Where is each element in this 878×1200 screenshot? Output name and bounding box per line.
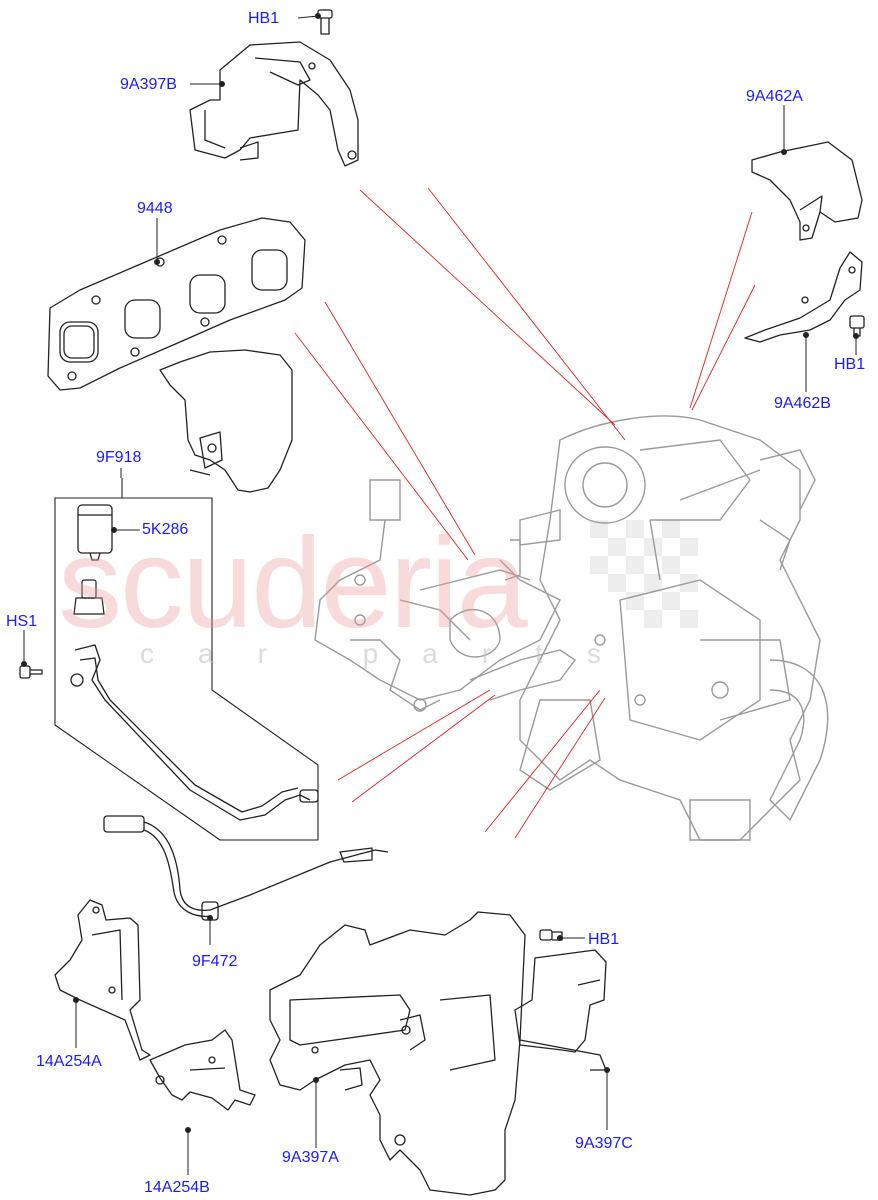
screw-hs1 bbox=[19, 665, 43, 679]
bracket-14a254a bbox=[54, 899, 151, 1061]
callout-leaders bbox=[21, 13, 859, 1175]
leader-lines bbox=[294, 187, 756, 839]
sensor-tube bbox=[70, 644, 319, 821]
callout-9f918[interactable]: 9F918 bbox=[96, 449, 142, 466]
heat-shield-9a462a bbox=[751, 141, 863, 241]
watermark-brand: scuderia bbox=[58, 512, 528, 655]
callout-14a254a[interactable]: 14A254A bbox=[36, 1053, 102, 1070]
callout-9a397c[interactable]: 9A397C bbox=[575, 1135, 633, 1152]
sensor-nut bbox=[73, 579, 105, 615]
callout-9a397a[interactable]: 9A397A bbox=[282, 1149, 339, 1166]
parts bbox=[19, 9, 865, 1196]
callout-9a462a[interactable]: 9A462A bbox=[746, 88, 803, 105]
heat-shield-9a397c bbox=[514, 949, 607, 1071]
callout-hb1-lower[interactable]: HB1 bbox=[588, 931, 620, 948]
watermark-tagline: car parts bbox=[140, 638, 645, 669]
heat-shield-9a397b bbox=[189, 41, 359, 167]
callout-9a462b[interactable]: 9A462B bbox=[774, 395, 831, 412]
temperature-sensor-9f472 bbox=[103, 815, 389, 921]
callout-9f472[interactable]: 9F472 bbox=[192, 953, 238, 970]
sensor-kit-9f918-box bbox=[54, 478, 319, 841]
bolt-hb1-top bbox=[317, 9, 333, 35]
bracket-14a254b bbox=[149, 1029, 256, 1111]
callout-14a254b[interactable]: 14A254B bbox=[144, 1179, 210, 1196]
heat-shield-9a397a bbox=[269, 911, 526, 1196]
bolt-hb1-right bbox=[849, 315, 865, 337]
callout-5k286[interactable]: 5K286 bbox=[142, 521, 189, 538]
checkered-flag-watermark bbox=[590, 520, 698, 628]
manifold-gasket-9448 bbox=[47, 217, 306, 493]
callout-9a397b[interactable]: 9A397B bbox=[120, 76, 177, 93]
turbocharger-engine-assembly bbox=[314, 415, 829, 841]
callout-9448[interactable]: 9448 bbox=[137, 200, 173, 217]
heat-shield-9a462b bbox=[744, 251, 863, 343]
callout-hs1[interactable]: HS1 bbox=[6, 613, 38, 630]
callout-hb1-top[interactable]: HB1 bbox=[248, 10, 280, 27]
callout-hb1-right[interactable]: HB1 bbox=[834, 356, 866, 373]
